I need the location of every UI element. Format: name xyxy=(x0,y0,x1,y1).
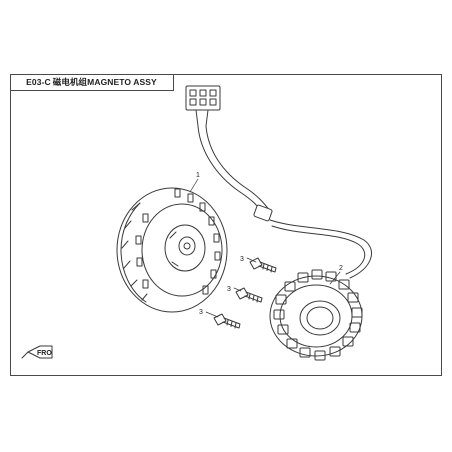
flywheel-rotor xyxy=(116,187,228,313)
wire-harness xyxy=(197,125,373,279)
leader-lines xyxy=(189,178,341,318)
drawing-frame xyxy=(10,74,442,376)
bolt-mid xyxy=(235,287,263,303)
callout-3-top: 3 xyxy=(240,256,244,263)
callout-1: 1 xyxy=(196,172,200,179)
stator-teeth xyxy=(273,269,363,361)
bolt-top xyxy=(249,257,277,273)
diagram-code: E03-C xyxy=(26,77,51,87)
direction-arrow-icon xyxy=(21,345,53,359)
bolt-low xyxy=(213,313,241,329)
rotor-slots xyxy=(135,188,221,295)
callout-2: 2 xyxy=(339,265,343,272)
connector-plug xyxy=(185,85,221,127)
stator xyxy=(269,269,363,361)
callout-3-mid: 3 xyxy=(227,286,231,293)
direction-badge-label: FRO xyxy=(37,350,52,357)
diagram-title-box: E03-C 磁电机组MAGNETO ASSY xyxy=(10,74,174,91)
diagram-title: 磁电机组MAGNETO ASSY xyxy=(52,77,157,87)
callout-3-low: 3 xyxy=(199,309,203,316)
